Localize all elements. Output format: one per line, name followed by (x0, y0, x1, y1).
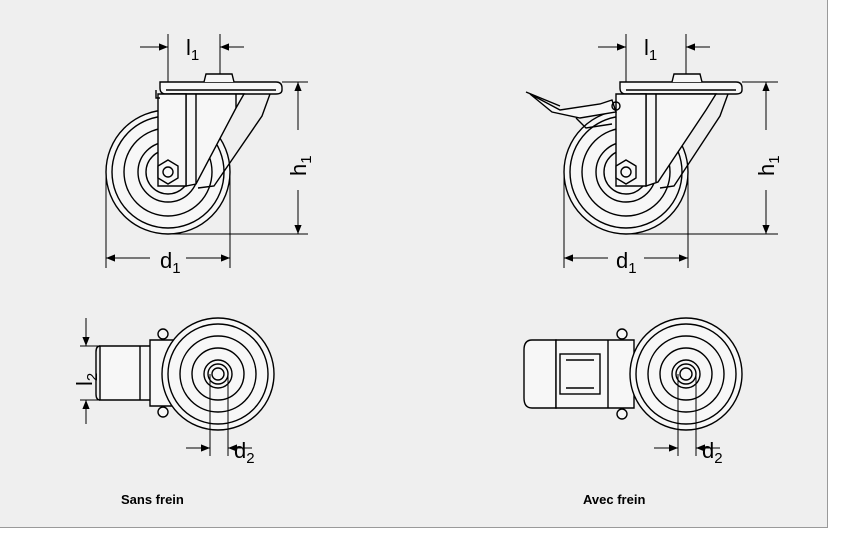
caption-sans-frein: Sans frein (121, 492, 184, 507)
dim-l1-right (598, 34, 710, 82)
label-l1-left: l1 (186, 35, 199, 64)
caption-avec-frein: Avec frein (583, 492, 646, 507)
label-d2-left: d2 (234, 438, 255, 467)
label-h1-right: h1 (754, 155, 783, 176)
dim-l1-left (140, 34, 244, 82)
caster-top-view-no-brake (95, 317, 275, 431)
dim-d1-left (105, 172, 231, 268)
label-d2-right: d2 (702, 438, 723, 467)
caster-top-view-with-brake (523, 317, 743, 431)
label-h1-left: h1 (286, 155, 315, 176)
dim-d2-left (186, 374, 252, 456)
label-d1-left: d1 (160, 248, 181, 277)
caster-side-view-with-brake (525, 73, 743, 235)
dim-h1-left (168, 81, 308, 235)
caster-side-view-no-brake (105, 73, 283, 235)
label-l1-right: l1 (644, 35, 657, 64)
dim-d2-right (654, 374, 720, 456)
dim-d1-right (563, 172, 689, 268)
dim-l2 (80, 318, 100, 424)
dim-h1-right (626, 81, 778, 235)
label-l2: l2 (72, 373, 101, 386)
label-d1-right: d1 (616, 248, 637, 277)
